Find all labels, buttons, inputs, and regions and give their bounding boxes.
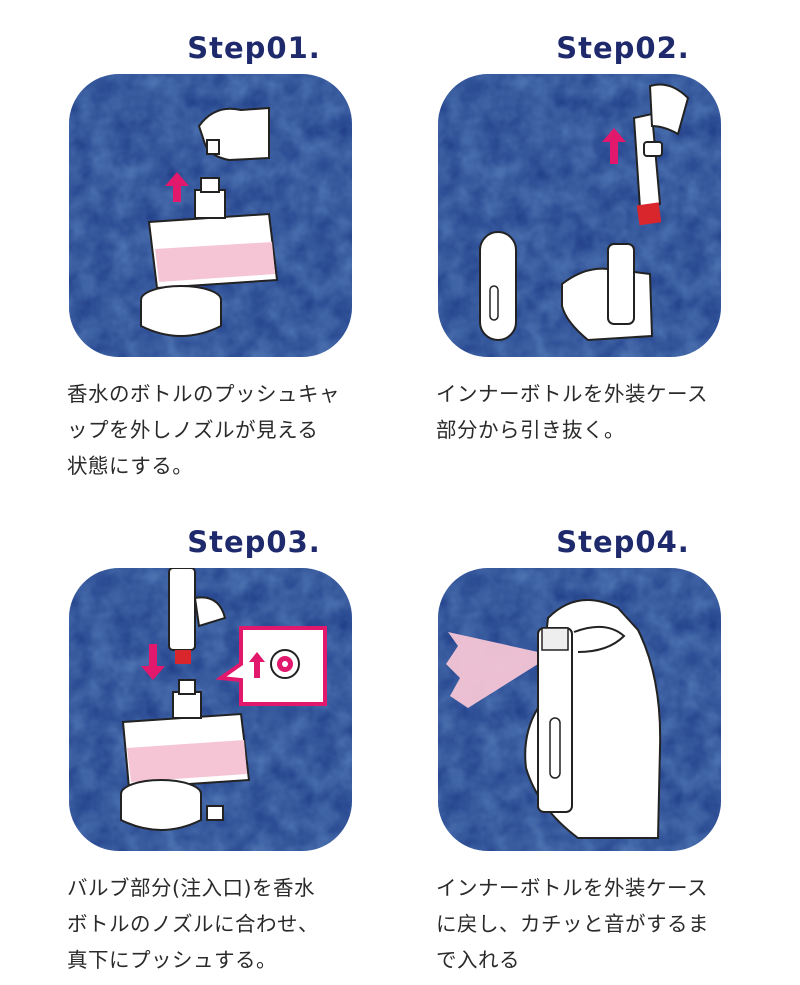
step-01-description: 香水のボトルのプッシュキャ ップを外しノズルが見える 状態にする。 bbox=[67, 382, 340, 478]
step-03-description: バルブ部分(注入口)を香水 ボトルのノズルに合わせ、 真下にプッシュする。 bbox=[67, 876, 319, 972]
step-02-illustration bbox=[438, 74, 721, 357]
step-04-illustration bbox=[438, 568, 721, 851]
step-02-title: Step02. bbox=[556, 31, 690, 65]
step-02-description: インナーボトルを外装ケース 部分から引き抜く。 bbox=[436, 382, 708, 442]
step-01-illustration bbox=[69, 74, 352, 357]
step-03-illustration bbox=[69, 568, 352, 851]
step-01-title: Step01. bbox=[187, 31, 321, 65]
step-04-description: インナーボトルを外装ケース に戻し、カチッと音がするま で入れる bbox=[436, 876, 709, 972]
step-04-title: Step04. bbox=[556, 525, 690, 559]
step-03-title: Step03. bbox=[187, 525, 321, 559]
